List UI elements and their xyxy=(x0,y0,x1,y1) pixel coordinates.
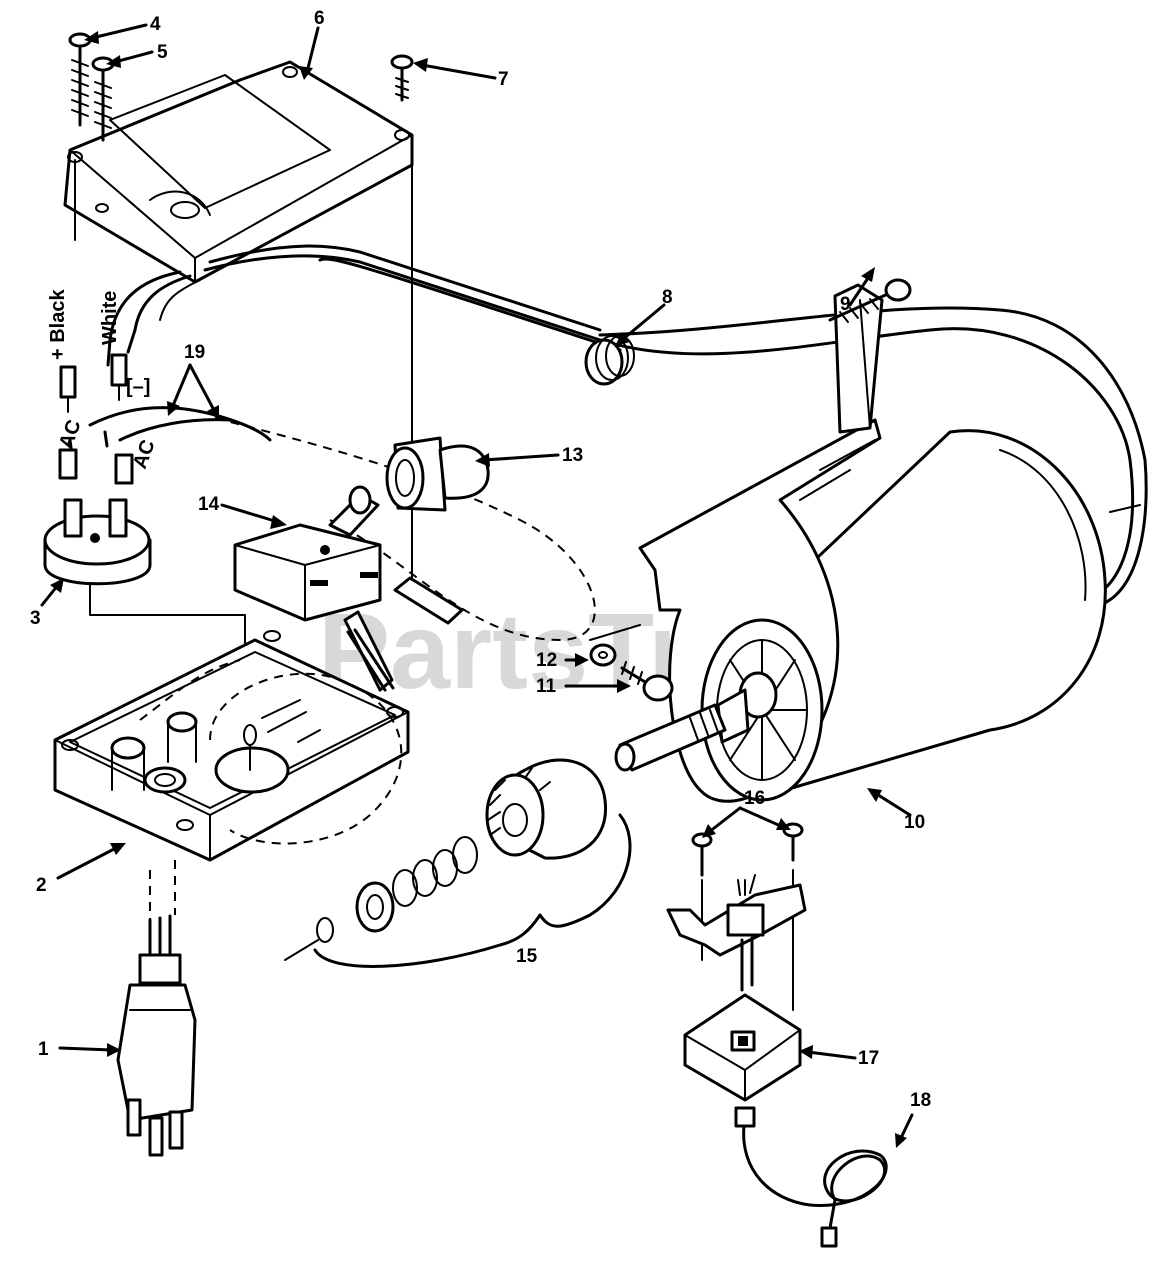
wire-label-minus: [–] xyxy=(126,376,150,398)
drive-assembly-15 xyxy=(284,758,632,968)
callout-8: 8 xyxy=(662,287,673,308)
callout-1: 1 xyxy=(38,1039,49,1060)
terminals xyxy=(343,519,464,692)
wire-label-white: White xyxy=(99,291,121,345)
screw-11 xyxy=(620,661,674,702)
callout-16: 16 xyxy=(744,788,765,809)
plug-1 xyxy=(116,860,197,1157)
callout-6: 6 xyxy=(314,8,325,29)
switch-box-2 xyxy=(53,630,410,862)
strain-relief-13 xyxy=(385,436,490,512)
callout-7: 7 xyxy=(498,69,509,90)
callout-4: 4 xyxy=(150,14,161,35)
wire-label-ac-right: AC xyxy=(129,437,160,472)
washer-12 xyxy=(589,624,641,667)
callout-2: 2 xyxy=(36,875,47,896)
housing-cover-6 xyxy=(63,60,414,541)
callout-17: 17 xyxy=(858,1048,879,1069)
switch-plate xyxy=(666,874,807,992)
cord-18 xyxy=(734,1106,888,1248)
callout-9: 9 xyxy=(840,294,851,315)
lead-wires xyxy=(59,270,201,413)
callout-15: 15 xyxy=(516,946,538,967)
wire-label-ac-left: AC xyxy=(55,417,86,452)
callout-11: 11 xyxy=(536,676,557,697)
callout-5: 5 xyxy=(157,42,168,63)
connector-block-14 xyxy=(233,485,382,622)
rectifier-3 xyxy=(43,498,246,681)
screw-5 xyxy=(91,56,115,142)
callout-12: 12 xyxy=(536,650,557,671)
callout-14: 14 xyxy=(198,494,220,515)
screw-4 xyxy=(68,32,92,127)
callout-13: 13 xyxy=(562,445,583,466)
screw-7 xyxy=(390,54,414,102)
callout-19: 19 xyxy=(184,342,205,363)
ac-leads-19 xyxy=(58,406,596,642)
motor-cable xyxy=(203,244,1148,607)
wire-label-black: + Black xyxy=(47,289,69,360)
callout-3: 3 xyxy=(30,608,41,629)
grommet-8 xyxy=(584,335,635,386)
bolt-9 xyxy=(828,278,912,323)
callout-18: 18 xyxy=(910,1090,931,1111)
callout-arrows xyxy=(40,23,914,1148)
starter-motor-10 xyxy=(614,283,1107,803)
callout-10: 10 xyxy=(904,812,925,833)
switch-box-17 xyxy=(683,993,802,1102)
